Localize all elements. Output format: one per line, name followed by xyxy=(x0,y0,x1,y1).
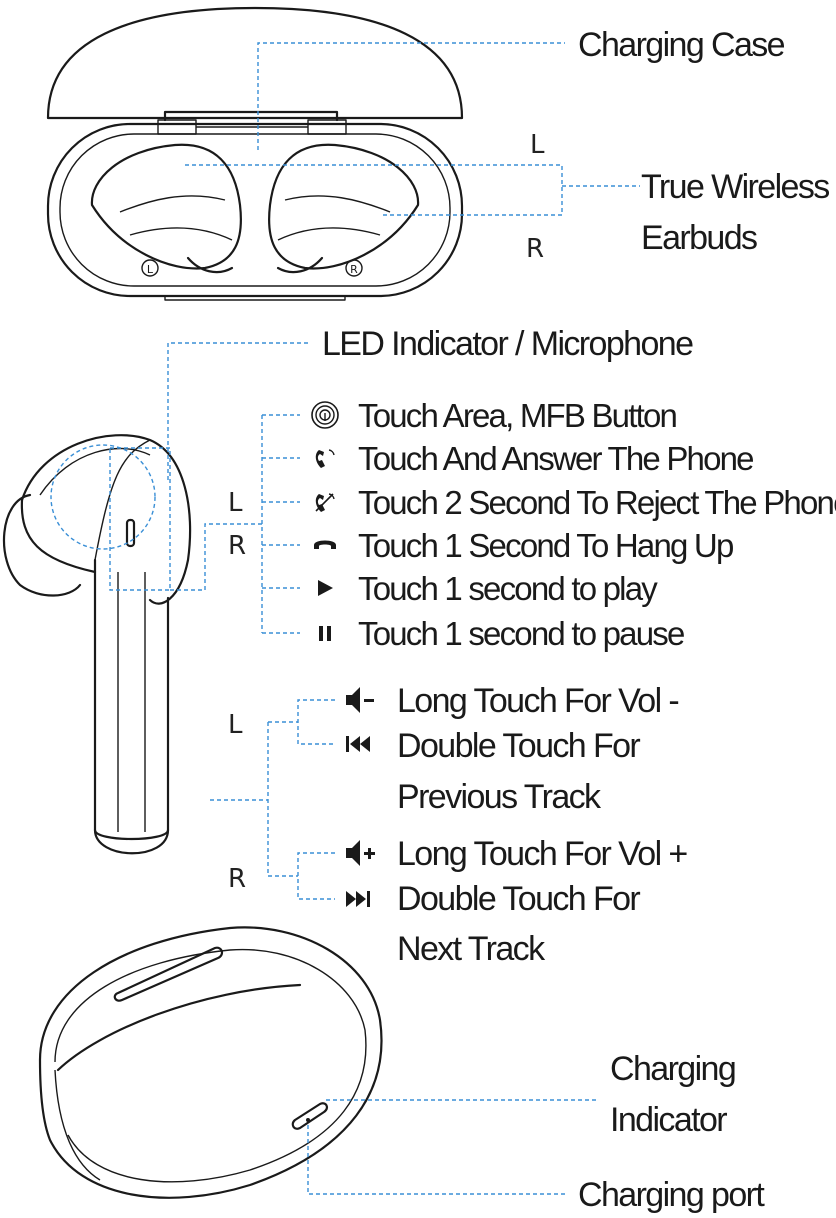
open-charging-case: L R xyxy=(46,6,464,301)
volume-down-icon xyxy=(346,687,374,713)
earbud-illustration xyxy=(2,434,192,855)
next-track-label-line2: Next Track xyxy=(397,930,546,968)
touch-side-right: R xyxy=(228,531,246,561)
charging-indicator-label-line2: Indicator xyxy=(610,1101,727,1139)
closed-case-leader-lines xyxy=(307,1099,598,1195)
phone-reject-icon xyxy=(315,493,335,512)
true-wireless-label-line1: True Wireless xyxy=(641,168,829,206)
hang-up-icon xyxy=(314,540,336,549)
touch-function-label-3: Touch 2 Second To Reject The Phone xyxy=(358,484,836,521)
touch-side-left: L xyxy=(228,488,243,518)
charging-indicator-label-line1: Charging xyxy=(610,1050,735,1088)
fingerprint-icon xyxy=(311,401,339,429)
play-icon xyxy=(318,580,333,596)
volume-track-bracket xyxy=(210,699,335,900)
touch-function-label-2: Touch And Answer The Phone xyxy=(358,440,753,477)
closed-charging-case xyxy=(38,926,383,1199)
vol-up-label: Long Touch For Vol + xyxy=(397,835,687,873)
previous-track-label-line1: Double Touch For xyxy=(397,727,640,765)
left-earbud-marker: L xyxy=(530,130,545,160)
pause-icon xyxy=(319,626,331,641)
right-group-side: R xyxy=(228,864,246,894)
right-earbud-marker: R xyxy=(526,234,544,264)
true-wireless-label-line2: Earbuds xyxy=(641,219,757,257)
case-leader-lines xyxy=(185,42,640,216)
charging-case-label: Charging Case xyxy=(578,26,785,64)
volume-up-icon xyxy=(346,840,375,866)
led-leader-line xyxy=(167,342,310,480)
touch-function-label-5: Touch 1 second to play xyxy=(358,570,658,607)
touch-function-label-6: Touch 1 second to pause xyxy=(358,615,684,652)
vol-down-label: Long Touch For Vol - xyxy=(397,682,678,720)
next-track-label-line1: Double Touch For xyxy=(397,880,640,918)
previous-track-icon xyxy=(346,736,370,752)
phone-answer-icon xyxy=(315,449,335,468)
touch-function-label-4: Touch 1 Second To Hang Up xyxy=(358,527,733,564)
right-badge: R xyxy=(350,263,358,276)
led-indicator-label: LED Indicator / Microphone xyxy=(322,325,693,363)
charging-port-label: Charging port xyxy=(578,1176,765,1214)
left-group-side: L xyxy=(228,710,243,740)
left-badge: L xyxy=(147,263,154,276)
touch-function-label-1: Touch Area, MFB Button xyxy=(358,397,677,434)
next-track-icon xyxy=(346,891,370,907)
previous-track-label-line2: Previous Track xyxy=(397,778,602,816)
touch-functions-bracket xyxy=(170,414,300,634)
